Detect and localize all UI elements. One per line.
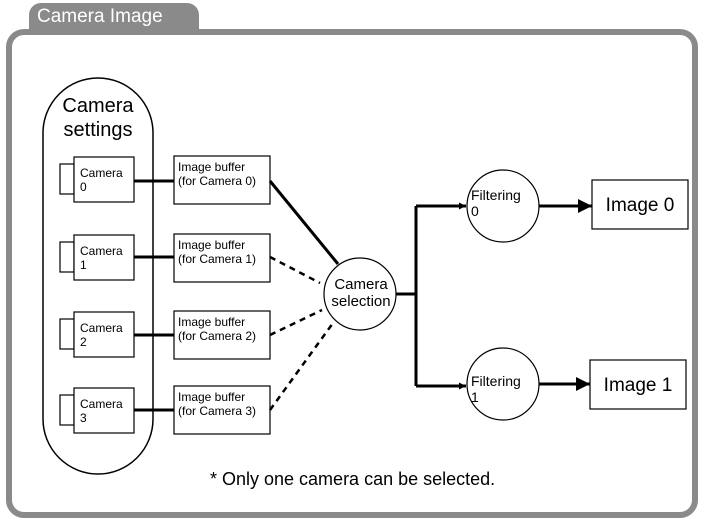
buffer-3-dashed-link (268, 322, 335, 411)
camera-3-label: Camera (80, 397, 123, 411)
image-1-label: Image 1 (604, 375, 673, 396)
camera-0-label: Camera (80, 166, 123, 180)
image-buffer-1-label: Image buffer (178, 238, 245, 252)
settings-title-line1: Camera (62, 95, 134, 117)
camera-3-number: 3 (80, 411, 87, 425)
camera-2-body (73, 311, 135, 358)
image-buffer-0 (173, 155, 271, 205)
buffer-2-dashed-link (269, 308, 323, 337)
buffer-0-active-link (268, 180, 340, 265)
camera-2-lens (59, 318, 75, 350)
camera-1-label: Camera (80, 244, 123, 258)
image-0-label: Image 0 (606, 195, 675, 216)
image-buffer-2 (173, 310, 271, 360)
camera-1-lens (59, 241, 75, 273)
camera-3-body (73, 387, 135, 434)
selection-label-line2: selection (331, 293, 390, 310)
image-buffer-3 (173, 385, 271, 435)
image-1-box (589, 359, 687, 410)
selection-label-line1: Camera (334, 276, 388, 293)
image-buffer-2-label: Image buffer (178, 315, 245, 329)
image-buffer-1 (173, 233, 271, 283)
filtering-0-number: 0 (471, 203, 479, 219)
image-buffer-0-sublabel: (for Camera 0) (178, 174, 256, 188)
selection-note: * Only one camera can be selected. (210, 469, 495, 489)
image-buffer-1-sublabel: (for Camera 1) (178, 252, 256, 266)
camera-2-label: Camera (80, 321, 123, 335)
camera-3-lens (59, 394, 75, 426)
image-buffer-0-label: Image buffer (178, 160, 245, 174)
camera-1-number: 1 (80, 258, 87, 272)
image-buffer-3-label: Image buffer (178, 390, 245, 404)
image-buffer-2-sublabel: (for Camera 2) (178, 329, 256, 343)
camera-0-number: 0 (80, 180, 87, 194)
camera-1-body (73, 234, 135, 281)
camera-0-lens (59, 163, 75, 195)
filtering-1-number: 1 (471, 389, 479, 405)
image-buffer-3-sublabel: (for Camera 3) (178, 404, 256, 418)
camera-0-body (73, 156, 135, 203)
tab-title: Camera Image (37, 6, 163, 27)
settings-title-line2: settings (64, 119, 133, 141)
image-0-box (591, 179, 689, 230)
filtering-1-label: Filtering (471, 373, 521, 389)
filtering-0-label: Filtering (471, 187, 521, 203)
buffer-1-dashed-link (269, 255, 321, 285)
camera-2-number: 2 (80, 335, 87, 349)
